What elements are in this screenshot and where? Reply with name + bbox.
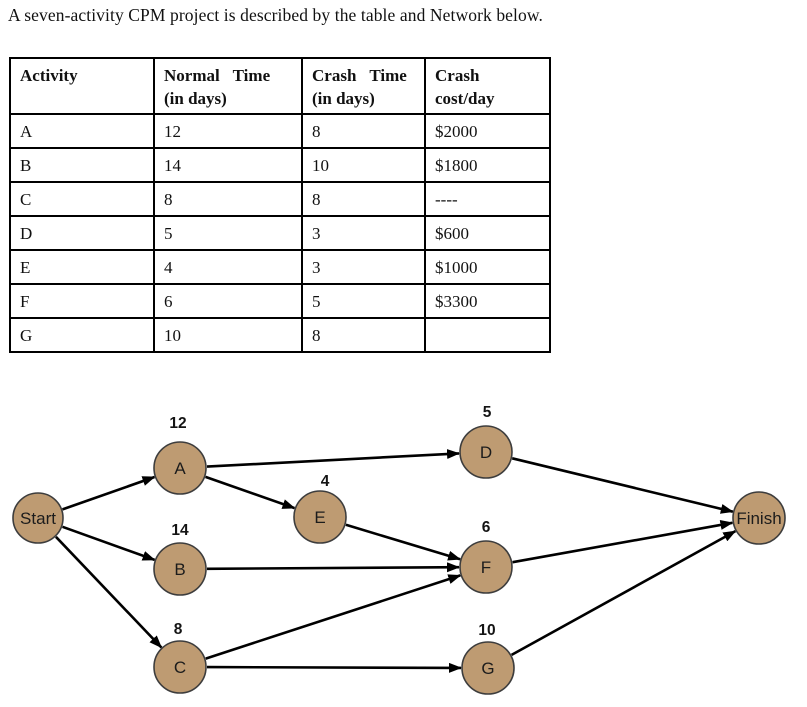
- edge-B-F: [206, 562, 460, 573]
- node-E: E: [293, 490, 347, 544]
- cell-crash: 8: [301, 316, 426, 353]
- duration-label-C: 8: [174, 621, 183, 638]
- edge-G-Finish: [510, 529, 737, 657]
- node-label-B: B: [174, 560, 185, 579]
- cell-cost: [424, 316, 551, 353]
- cell-crash: 8: [301, 180, 426, 217]
- edge-A-D: [206, 449, 460, 468]
- node-Start: Start: [12, 492, 64, 544]
- node-label-F: F: [481, 558, 491, 577]
- node-label-G: G: [481, 659, 494, 678]
- cell-crash: 3: [301, 248, 426, 285]
- node-label-C: C: [174, 658, 186, 677]
- node-circle-Start: [12, 492, 64, 544]
- duration-label-F: 6: [482, 519, 491, 536]
- node-circle-B: [153, 542, 207, 596]
- node-circle-F: [459, 540, 513, 594]
- node-label-A: A: [174, 459, 186, 478]
- duration-label-D: 5: [483, 404, 492, 421]
- cell-cost: $1000: [424, 248, 551, 285]
- node-label-E: E: [314, 508, 325, 527]
- edge-Start-C: [54, 535, 163, 649]
- edge-Start-A: [62, 475, 156, 511]
- node-Finish: Finish: [732, 491, 786, 545]
- cell-normal: 4: [153, 248, 303, 285]
- cell-normal: 5: [153, 214, 303, 251]
- cell-crash: 8: [301, 112, 426, 149]
- duration-labels-layer: 12 14 8 4 5 6 10: [169, 404, 495, 639]
- cell-normal: 14: [153, 146, 303, 183]
- node-A: A: [153, 441, 207, 495]
- node-label-Start: Start: [20, 509, 56, 528]
- node-circle-D: [459, 425, 513, 479]
- cell-normal: 6: [153, 282, 303, 319]
- node-circle-E: [293, 490, 347, 544]
- cell-activity: B: [9, 146, 155, 183]
- cell-normal: 8: [153, 180, 303, 217]
- cell-cost: $2000: [424, 112, 551, 149]
- nodes-layer: Start A B C E D F G Finish: [12, 425, 786, 695]
- duration-label-G: 10: [478, 622, 495, 639]
- cell-normal: 10: [153, 316, 303, 353]
- column-header: Normal Time(in days): [153, 57, 303, 115]
- cell-activity: C: [9, 180, 155, 217]
- duration-label-E: 4: [321, 473, 330, 490]
- edge-E-F: [345, 523, 462, 561]
- node-circle-A: [153, 441, 207, 495]
- edge-Start-B: [62, 525, 156, 562]
- column-header: Activity: [9, 57, 155, 115]
- cell-normal: 12: [153, 112, 303, 149]
- cell-activity: A: [9, 112, 155, 149]
- cell-crash: 5: [301, 282, 426, 319]
- edge-D-Finish: [511, 457, 734, 514]
- column-header: Crash Time(in days): [301, 57, 426, 115]
- cell-crash: 10: [301, 146, 426, 183]
- cell-cost: $3300: [424, 282, 551, 319]
- node-label-Finish: Finish: [736, 509, 781, 528]
- cell-cost: $1800: [424, 146, 551, 183]
- node-B: B: [153, 542, 207, 596]
- cell-activity: F: [9, 282, 155, 319]
- cell-activity: D: [9, 214, 155, 251]
- edge-C-G: [206, 662, 462, 673]
- node-label-D: D: [480, 443, 492, 462]
- node-circle-C: [153, 640, 207, 694]
- node-D: D: [459, 425, 513, 479]
- duration-label-B: 14: [171, 522, 189, 539]
- cell-activity: G: [9, 316, 155, 353]
- node-circle-Finish: [732, 491, 786, 545]
- node-G: G: [461, 641, 515, 695]
- edge-A-E: [205, 475, 296, 510]
- cell-activity: E: [9, 248, 155, 285]
- cell-cost: ----: [424, 180, 551, 217]
- node-F: F: [459, 540, 513, 594]
- cell-crash: 3: [301, 214, 426, 251]
- edge-F-Finish: [512, 519, 734, 564]
- edge-C-F: [205, 574, 462, 660]
- node-C: C: [153, 640, 207, 694]
- page-title: A seven-activity CPM project is describe…: [8, 5, 543, 25]
- duration-label-A: 12: [169, 415, 186, 432]
- node-circle-G: [461, 641, 515, 695]
- edges-layer: [54, 449, 737, 673]
- cell-cost: $600: [424, 214, 551, 251]
